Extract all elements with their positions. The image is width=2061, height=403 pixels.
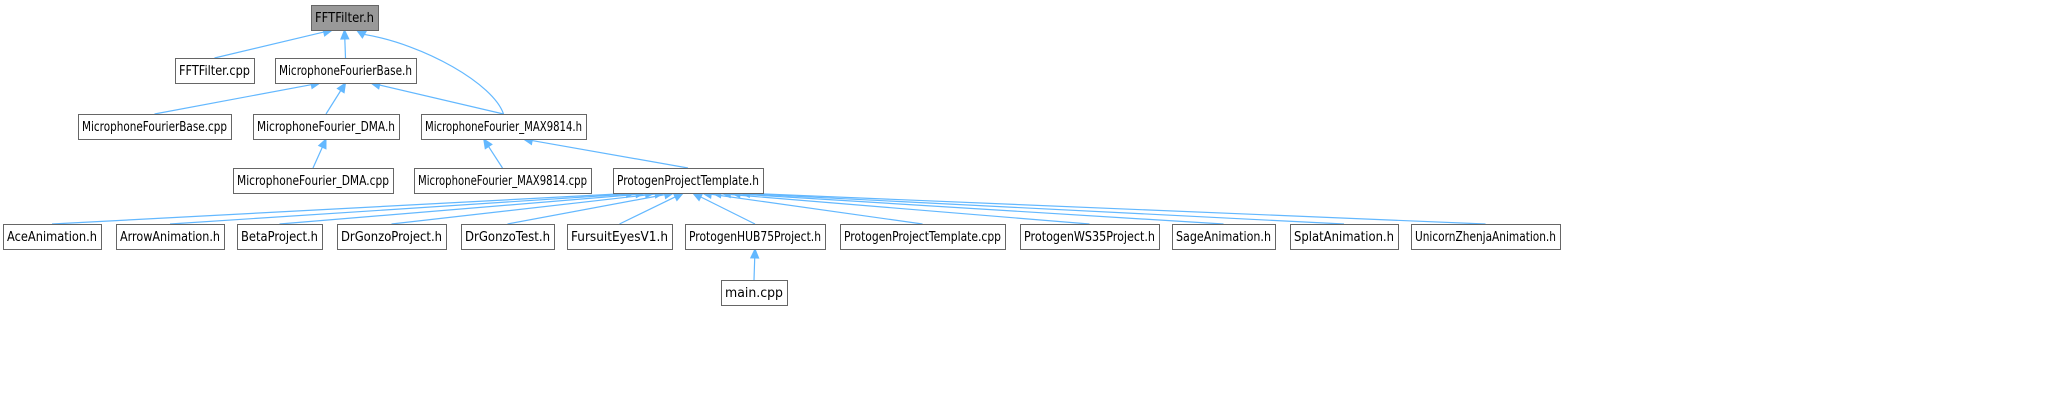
node-label: FursuitEyesV1.h <box>571 230 668 245</box>
node-label: ProtogenProjectTemplate.h <box>617 174 759 189</box>
node-label: MicrophoneFourierBase.h <box>279 64 412 79</box>
node-hub75[interactable]: ProtogenHUB75Project.h <box>685 224 826 250</box>
node-box <box>840 224 1006 250</box>
edge-beta-to-ppt_h <box>279 193 646 225</box>
node-box <box>275 58 417 84</box>
node-main-cpp[interactable]: main.cpp <box>721 280 788 306</box>
node-label: MicrophoneFourier_MAX9814.h <box>425 120 582 135</box>
edge-fursuit-to-ppt_h <box>619 196 676 225</box>
arrowhead-mf_max_h-to-fftfilter_h <box>355 29 368 39</box>
node-box <box>78 114 232 140</box>
node-box <box>237 224 323 250</box>
node-box <box>567 224 673 250</box>
node-box <box>253 114 400 140</box>
node-fursuit[interactable]: FursuitEyesV1.h <box>567 224 673 250</box>
node-box <box>116 224 225 250</box>
node-box <box>3 224 102 250</box>
edge-drgonzo_t-to-ppt_h <box>507 194 665 225</box>
edge-arrow-to-ppt_h <box>169 192 637 225</box>
arrowhead-mf_max_cpp-to-mf_max_h <box>483 137 493 150</box>
node-label: MicrophoneFourierBase.cpp <box>82 120 227 135</box>
node-drgonzo-p[interactable]: DrGonzoProject.h <box>337 224 447 250</box>
arrowhead-hub75-to-ppt_h <box>691 192 704 202</box>
node-box <box>1172 224 1276 250</box>
node-box <box>414 168 592 194</box>
node-box <box>461 224 555 250</box>
node-box <box>1290 224 1399 250</box>
arrowhead-mf_dma_cpp-to-mf_dma_h <box>317 137 327 150</box>
edge-sage-to-ppt_h <box>730 192 1224 225</box>
node-label: main.cpp <box>725 286 783 301</box>
edge-fftfilter_cpp-to-fftfilter_h <box>214 31 324 59</box>
node-label: DrGonzoTest.h <box>465 230 550 245</box>
node-label: ProtogenWS35Project.h <box>1024 230 1155 245</box>
edge-mfb_h-to-fftfilter_h <box>344 38 347 59</box>
node-mfb-h[interactable]: MicrophoneFourierBase.h <box>275 58 417 84</box>
arrowhead-main_cpp-to-hub75 <box>749 247 760 259</box>
node-fftfilter-h: FFTFilter.h <box>311 5 379 31</box>
node-box <box>233 168 394 194</box>
node-label: MicrophoneFourier_DMA.cpp <box>237 174 389 189</box>
node-box <box>1020 224 1160 250</box>
edge-ace-to-ppt_h <box>51 192 627 225</box>
node-label: MicrophoneFourier_DMA.h <box>257 120 395 135</box>
arrowhead-mf_dma_h-to-mfb_h <box>336 81 347 94</box>
node-fftfilter-cpp[interactable]: FFTFilter.cpp <box>175 58 255 84</box>
node-beta[interactable]: BetaProject.h <box>237 224 323 250</box>
node-ws35[interactable]: ProtogenWS35Project.h <box>1020 224 1160 250</box>
edge-drgonzo_p-to-ppt_h <box>391 193 656 225</box>
node-label: UnicornZhenjaAnimation.h <box>1415 230 1556 245</box>
node-box <box>721 280 788 306</box>
node-label: FFTFilter.h <box>315 11 374 26</box>
edge-main_cpp-to-hub75 <box>753 257 756 281</box>
node-label: ProtogenHUB75Project.h <box>689 230 821 245</box>
edge-ppt_h-to-mf_max_h <box>532 139 689 169</box>
node-ppt-cpp[interactable]: ProtogenProjectTemplate.cpp <box>840 224 1006 250</box>
edge-mf_max_cpp-to-mf_max_h <box>488 146 504 169</box>
edge-mf_max_h-to-fftfilter_h <box>364 33 505 115</box>
edge-mfb_cpp-to-mfb_h <box>154 84 312 115</box>
node-label: AceAnimation.h <box>7 230 97 245</box>
edge-splat-to-ppt_h <box>739 192 1345 225</box>
node-mf-max-cpp[interactable]: MicrophoneFourier_MAX9814.cpp <box>414 168 592 194</box>
node-box <box>311 5 379 31</box>
node-box <box>1411 224 1561 250</box>
node-mf-max-h[interactable]: MicrophoneFourier_MAX9814.h <box>421 114 587 140</box>
node-mf-dma-h[interactable]: MicrophoneFourier_DMA.h <box>253 114 400 140</box>
node-box <box>685 224 826 250</box>
node-label: SplatAnimation.h <box>1294 230 1394 245</box>
node-box <box>421 114 587 140</box>
node-unicorn[interactable]: UnicornZhenjaAnimation.h <box>1411 224 1561 250</box>
node-label: MicrophoneFourier_MAX9814.cpp <box>418 174 587 189</box>
node-ppt-h[interactable]: ProtogenProjectTemplate.h <box>613 168 764 194</box>
edge-ppt_cpp-to-ppt_h <box>711 193 923 225</box>
edge-mf_dma_h-to-mfb_h <box>325 90 342 115</box>
node-sage[interactable]: SageAnimation.h <box>1172 224 1276 250</box>
edge-mf_max_h-to-mfb_h <box>379 84 504 115</box>
node-mf-dma-cpp[interactable]: MicrophoneFourier_DMA.cpp <box>233 168 394 194</box>
node-label: ArrowAnimation.h <box>120 230 220 245</box>
node-mfb-cpp[interactable]: MicrophoneFourierBase.cpp <box>78 114 232 140</box>
node-drgonzo-t[interactable]: DrGonzoTest.h <box>461 224 555 250</box>
node-ace[interactable]: AceAnimation.h <box>3 224 102 250</box>
edge-mf_dma_cpp-to-mf_dma_h <box>312 146 323 169</box>
edge-ws35-to-ppt_h <box>720 193 1090 225</box>
node-label: DrGonzoProject.h <box>341 230 442 245</box>
node-box <box>613 168 764 194</box>
node-box <box>337 224 447 250</box>
arrowhead-mfb_h-to-fftfilter_h <box>340 28 350 40</box>
node-label: ProtogenProjectTemplate.cpp <box>844 230 1001 245</box>
edge-hub75-to-ppt_h <box>700 196 756 225</box>
node-label: BetaProject.h <box>241 230 318 245</box>
arrowhead-fursuit-to-ppt_h <box>672 192 685 202</box>
node-arrow[interactable]: ArrowAnimation.h <box>116 224 225 250</box>
node-box <box>175 58 255 84</box>
node-label: SageAnimation.h <box>1176 230 1271 245</box>
node-splat[interactable]: SplatAnimation.h <box>1290 224 1399 250</box>
node-label: FFTFilter.cpp <box>179 64 250 79</box>
edge-unicorn-to-ppt_h <box>749 192 1486 225</box>
